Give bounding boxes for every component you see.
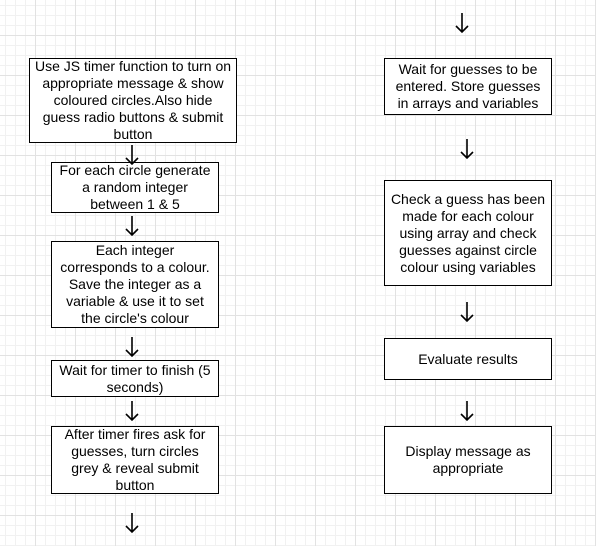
down-arrow-icon [123, 400, 141, 422]
step-generate-random: For each circle generate a random intege… [51, 162, 219, 213]
step-check-guesses: Check a guess has been made for each col… [384, 180, 552, 286]
step-start-timer: Use JS timer function to turn on appropr… [29, 58, 237, 143]
step-wait-timer-label: Wait for timer to finish (5 seconds) [59, 361, 211, 395]
step-ask-guesses-label: After timer fires ask for guesses, turn … [64, 426, 206, 493]
step-set-colour-label: Each integer corresponds to a colour. Sa… [60, 242, 210, 326]
down-arrow-icon [123, 512, 141, 534]
step-check-guesses-label: Check a guess has been made for each col… [390, 190, 546, 275]
step-wait-timer: Wait for timer to finish (5 seconds) [51, 360, 219, 397]
down-arrow-icon [458, 138, 476, 160]
step-display-message-label: Display message as appropriate [405, 443, 531, 476]
down-arrow-icon [123, 215, 141, 237]
step-wait-guesses: Wait for guesses to be entered. Store gu… [384, 58, 552, 115]
down-arrow-icon [458, 400, 476, 422]
step-wait-guesses-label: Wait for guesses to be entered. Store gu… [395, 61, 541, 111]
step-display-message: Display message as appropriate [384, 426, 552, 494]
down-arrow-icon [453, 12, 471, 34]
down-arrow-icon [123, 144, 141, 166]
down-arrow-icon [123, 336, 141, 358]
step-ask-guesses: After timer fires ask for guesses, turn … [51, 426, 219, 494]
step-start-timer-label: Use JS timer function to turn on appropr… [34, 58, 232, 142]
step-evaluate: Evaluate results [384, 338, 552, 380]
step-evaluate-label: Evaluate results [418, 350, 518, 367]
step-generate-random-label: For each circle generate a random intege… [59, 162, 211, 212]
down-arrow-icon [458, 301, 476, 323]
step-set-colour: Each integer corresponds to a colour. Sa… [51, 241, 219, 328]
